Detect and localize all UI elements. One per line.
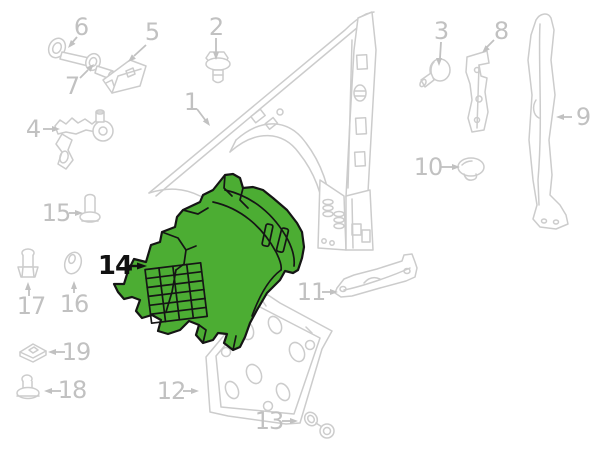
part-17-bolt-icon bbox=[17, 248, 39, 278]
part-19-clip-icon bbox=[19, 343, 47, 363]
part-9-pillar-icon bbox=[527, 13, 569, 230]
callout-17-label[interactable]: 17 bbox=[16, 292, 47, 320]
callout-9-arrow bbox=[556, 114, 572, 120]
callout-7-label[interactable]: 7 bbox=[64, 72, 80, 100]
callout-4-label[interactable]: 4 bbox=[25, 115, 41, 143]
callout-1-label[interactable]: 1 bbox=[183, 88, 199, 116]
callout-12-label[interactable]: 12 bbox=[156, 377, 187, 405]
callout-15-label[interactable]: 15 bbox=[41, 199, 72, 227]
callout-15-arrow bbox=[69, 210, 83, 216]
callout-14-arrow bbox=[129, 262, 147, 270]
callout-16-arrow bbox=[71, 281, 77, 293]
callout-6-label[interactable]: 6 bbox=[73, 13, 89, 41]
part-4-bracket-icon bbox=[54, 109, 114, 170]
part-10-grommet-icon bbox=[457, 157, 485, 181]
callout-19-arrow bbox=[48, 349, 65, 355]
callout-17-arrow bbox=[25, 282, 31, 296]
part-14-wheel-arch-liner[interactable] bbox=[112, 172, 306, 352]
part-16-washer-icon bbox=[63, 251, 83, 275]
callout-3-arrow bbox=[436, 41, 442, 66]
part-2-bolt-icon bbox=[205, 51, 231, 84]
part-3-grommet-icon bbox=[419, 58, 451, 88]
callout-11-label[interactable]: 11 bbox=[296, 278, 327, 306]
callout-8-arrow bbox=[482, 39, 495, 53]
part-1-fender-panel-icon bbox=[148, 11, 377, 251]
callout-6-arrow bbox=[68, 36, 78, 48]
callout-5-label[interactable]: 5 bbox=[144, 18, 160, 46]
callout-12-arrow bbox=[183, 388, 199, 394]
part-13-screw-icon bbox=[303, 411, 335, 439]
callout-10-label[interactable]: 10 bbox=[413, 153, 444, 181]
part-5-bracket-icon bbox=[102, 59, 147, 94]
part-11-bracket-icon bbox=[334, 253, 418, 298]
callout-14-label[interactable]: 14 bbox=[97, 251, 133, 281]
callout-19-label[interactable]: 19 bbox=[61, 338, 92, 366]
callout-9-label[interactable]: 9 bbox=[575, 103, 591, 131]
callout-18-arrow bbox=[44, 388, 61, 394]
callout-4-arrow bbox=[43, 126, 60, 132]
callout-5-arrow bbox=[128, 44, 147, 62]
callout-18-label[interactable]: 18 bbox=[57, 376, 88, 404]
part-18-bolt-icon bbox=[16, 374, 40, 400]
callout-10-arrow bbox=[440, 164, 460, 170]
callout-13-label[interactable]: 13 bbox=[254, 407, 285, 435]
callout-16-label[interactable]: 16 bbox=[59, 290, 90, 318]
callout-11-arrow bbox=[322, 289, 338, 295]
callout-3-label[interactable]: 3 bbox=[433, 17, 449, 45]
callout-2-arrow bbox=[213, 38, 219, 60]
liner-tread-grid bbox=[144, 261, 209, 325]
callout-2-label[interactable]: 2 bbox=[208, 13, 224, 41]
callout-8-label[interactable]: 8 bbox=[493, 17, 509, 45]
callout-1-arrow bbox=[196, 108, 210, 126]
callout-arrows bbox=[25, 36, 572, 424]
part-15-bolt-icon bbox=[79, 193, 101, 223]
part-8-bracket-icon bbox=[465, 50, 490, 133]
callout-7-arrow bbox=[79, 64, 94, 79]
callout-13-arrow bbox=[282, 418, 298, 424]
